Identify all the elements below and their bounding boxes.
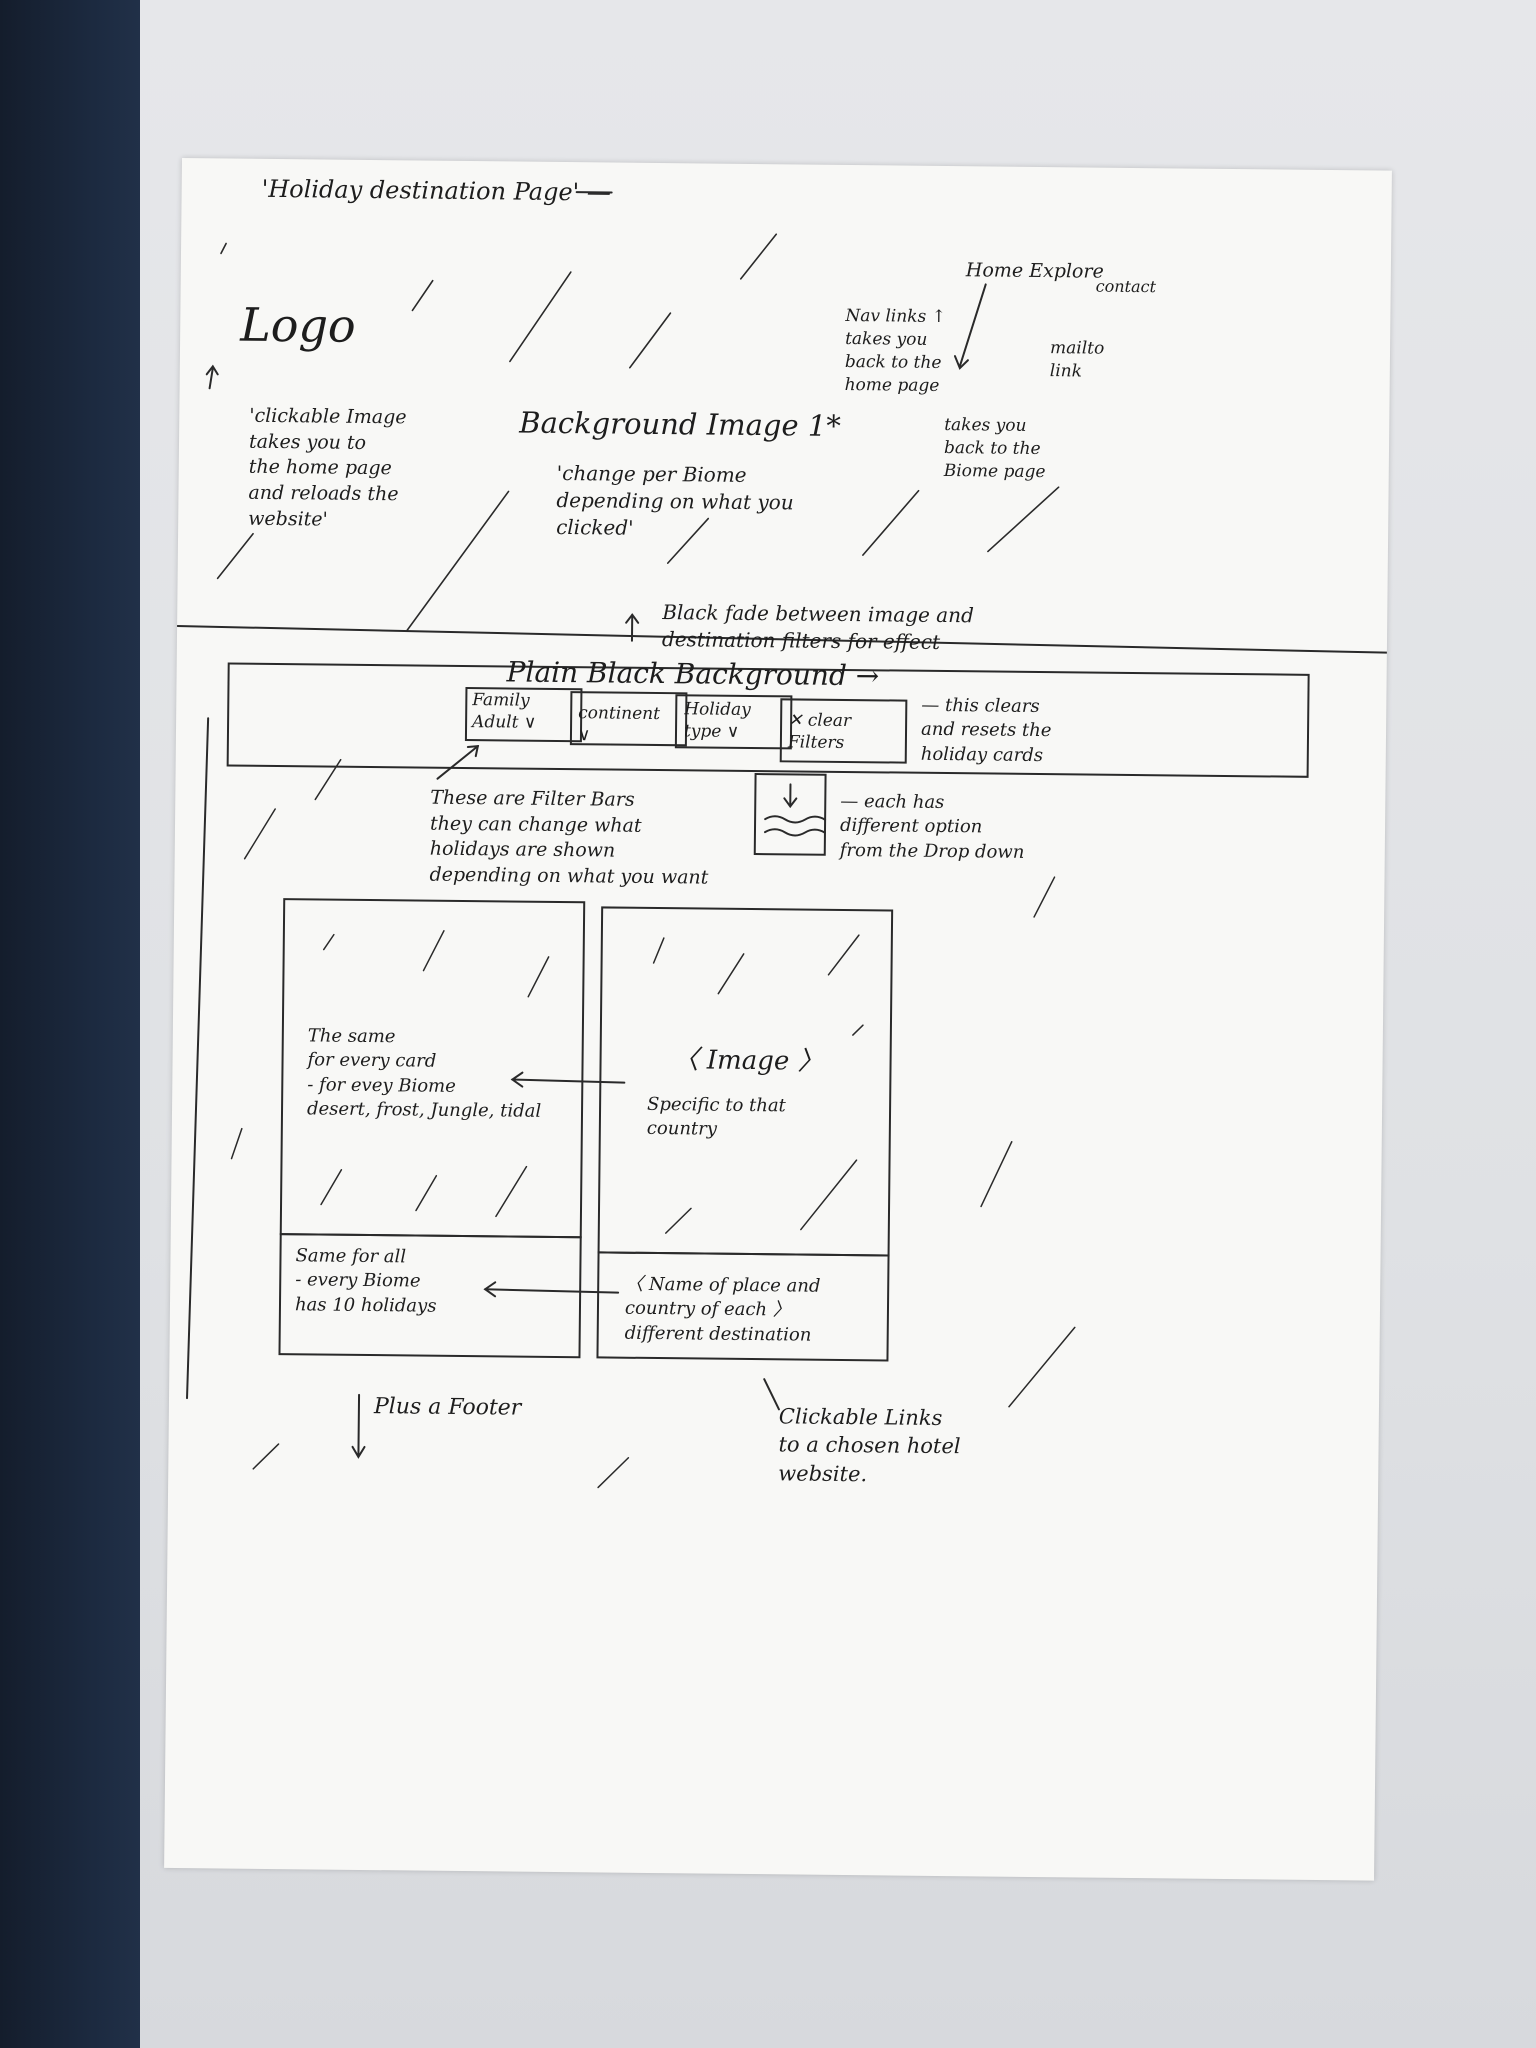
footer-arrow — [357, 1393, 361, 1456]
card-image-placeholder: 〈 Image 〉 — [672, 1045, 824, 1077]
nav-items: Home Explore — [965, 259, 1104, 283]
hero-hatching — [216, 233, 1060, 632]
card-caption-placeholder: 〈 Name of place and country of each 〉 di… — [624, 1273, 821, 1346]
card-right-image-frame — [597, 906, 894, 1257]
logo-label: Logo — [239, 297, 356, 353]
clear-filters-note: — this clears and resets the holiday car… — [920, 694, 1052, 766]
sketch-lines — [176, 191, 1388, 1489]
card-right-caption-frame — [596, 1251, 890, 1362]
filter-continent-dropdown[interactable]: continent ∨ — [577, 703, 661, 746]
card-left-note: The same for every card - for evey Biome… — [306, 1025, 542, 1122]
filter-bar-frame — [226, 662, 1310, 778]
page-title: 'Holiday destination Page' — — [261, 174, 611, 207]
card-hatching — [230, 758, 1076, 1489]
biome-link-note: takes you back to the Biome page — [943, 414, 1046, 482]
fade-note: Black fade between image and destination… — [661, 600, 975, 654]
hero-divider — [176, 624, 1388, 654]
logo-note: 'clickable Image takes you to the home p… — [248, 404, 407, 531]
card-image-note: Specific to that country — [646, 1093, 786, 1140]
footer-note: Plus a Footer — [373, 1394, 522, 1421]
hotel-links-note: Clickable Links to a chosen hotel websit… — [778, 1404, 961, 1486]
card-left-caption-note: Same for all - every Biome has 10 holida… — [294, 1245, 437, 1317]
nav-links-note: Nav links ↑ takes you back to the home p… — [844, 305, 946, 396]
clear-filters-button[interactable]: ✕ clear Filters — [787, 710, 852, 754]
filter-family-dropdown[interactable]: Family Adult ∨ — [472, 690, 537, 733]
dropdown-sketch — [753, 773, 827, 856]
sketch-sheet: 'Holiday destination Page' — Logo 'click… — [164, 158, 1392, 1881]
mailto-note: mailto link — [1049, 338, 1105, 382]
nav-items-contact: contact — [1095, 276, 1157, 297]
page-left-edge — [186, 717, 210, 1400]
filter-bars-note: These are Filter Bars they can change wh… — [429, 786, 709, 889]
filter-holiday-type-dropdown[interactable]: Holiday type ∨ — [683, 699, 751, 742]
hero-label: Background Image 1* — [519, 405, 841, 443]
hero-note: 'change per Biome depending on what you … — [556, 460, 794, 540]
plain-background-note: Plain Black Background → — [506, 655, 880, 693]
card-left-caption-frame — [278, 1233, 582, 1359]
dropdown-note: — each has different option from the Dro… — [839, 790, 1025, 863]
